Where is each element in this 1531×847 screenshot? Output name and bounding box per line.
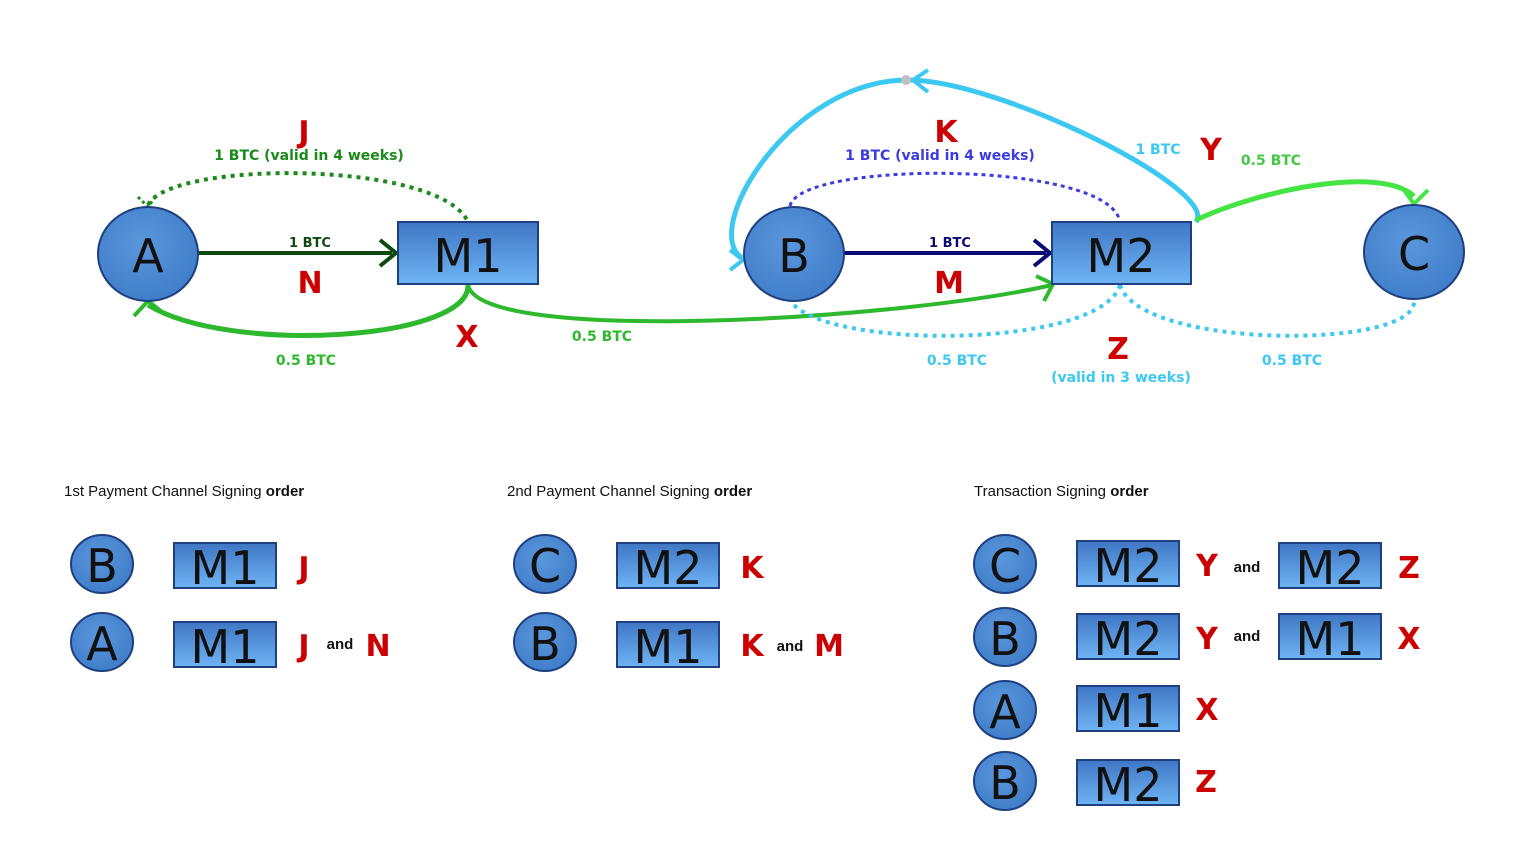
s3r4-box: M2 (1094, 758, 1163, 812)
s3r1-and: and (1234, 559, 1261, 576)
label-z-to-b-btc: 0.5 BTC (927, 353, 987, 369)
s3r4-node: B (989, 756, 1021, 810)
section-3-row-4: B M2 Z (973, 751, 1217, 812)
s2r2-box: M1 (634, 620, 703, 674)
s3r1-sig2: Z (1398, 551, 1420, 586)
s1r1-node: B (86, 539, 118, 593)
s3r2-node: B (989, 612, 1021, 666)
label-m2-c-btc: 0.5 BTC (1241, 153, 1301, 169)
letter-z: Z (1107, 332, 1129, 367)
section-2-row-2: B M1 K and M (513, 612, 844, 674)
node-m2-label: M2 (1087, 229, 1156, 283)
section-2-row-1: C M2 K (513, 534, 765, 595)
letter-j: J (296, 115, 309, 150)
s1r2-sig1: J (296, 629, 309, 664)
s1r2-sig2: N (365, 629, 390, 664)
label-b-m2-btc: 1 BTC (929, 236, 971, 251)
edge-a-m1-arrowhead (378, 238, 400, 268)
s3r1-sig1: Y (1195, 549, 1219, 584)
letter-n: N (297, 266, 322, 301)
s1r1-sig: J (296, 551, 309, 586)
letter-m: M (934, 266, 964, 301)
s3r3-box: M1 (1094, 684, 1163, 738)
letter-x: X (455, 320, 478, 355)
s3r2-sig1: Y (1195, 622, 1219, 657)
edge-j-dotted-arc (146, 171, 470, 223)
edge-k-dotted-arc (788, 171, 1122, 223)
loop-waypoint-dot (901, 75, 911, 85)
edge-m2-b-loop-arrowhead (728, 248, 747, 272)
s2r1-sig: K (740, 551, 765, 586)
s3r1-box: M2 (1094, 539, 1163, 593)
label-m1-a-btc: 0.5 BTC (276, 353, 336, 369)
label-a-m1-btc: 1 BTC (289, 236, 331, 251)
section-3-row-3: A M1 X (973, 680, 1219, 740)
section-3-title: Transaction Signing order (974, 483, 1149, 500)
edge-m1-a-curve (146, 284, 471, 338)
s3r2-box2: M1 (1296, 612, 1365, 666)
s3r4-sig1: Z (1195, 765, 1217, 800)
node-m2: M2 (1051, 221, 1192, 285)
s1r2-box: M1 (191, 620, 260, 674)
s3r2-box: M2 (1094, 612, 1163, 666)
s1r2-node: A (86, 617, 118, 671)
section-3-row-2: B M2 Y and M1 X (973, 607, 1421, 667)
label-m1-m2-btc: 0.5 BTC (572, 329, 632, 345)
s2r2-and: and (777, 638, 804, 655)
edge-m2-c-curve (1194, 179, 1416, 223)
s1r2-and: and (327, 636, 354, 653)
label-z-to-c-btc: 0.5 BTC (1262, 353, 1322, 369)
label-z-validity: (valid in 3 weeks) (1051, 370, 1191, 386)
node-b-label: B (778, 229, 810, 283)
s2r2-sig2: M (814, 629, 844, 664)
s3r2-and: and (1234, 628, 1261, 645)
s2r1-box: M2 (634, 541, 703, 595)
label-loop-btc: 1 BTC (1135, 142, 1180, 158)
section-1-title: 1st Payment Channel Signing order (64, 483, 304, 500)
edge-m2-c-arrowhead (1402, 188, 1430, 208)
s3r3-sig1: X (1195, 693, 1218, 728)
s3r3-node: A (989, 685, 1021, 739)
letter-k: K (934, 115, 959, 150)
edge-loop-mid-arrowhead (909, 68, 930, 94)
s2r2-sig1: K (740, 629, 765, 664)
s3r1-node: C (989, 539, 1021, 593)
edge-z-dotted-to-c (1118, 284, 1417, 338)
node-m1-label: M1 (434, 229, 503, 283)
section-2-title: 2nd Payment Channel Signing order (507, 483, 752, 500)
edge-j-arrowhead (136, 195, 158, 210)
s2r2-node: B (529, 617, 561, 671)
node-b: B (743, 206, 845, 302)
s1r1-box: M1 (191, 541, 260, 595)
node-m1: M1 (397, 221, 539, 285)
s2r1-node: C (529, 539, 561, 593)
edge-b-m2-arrowhead (1032, 238, 1054, 268)
letter-y: Y (1199, 133, 1223, 168)
s3r2-sig2: X (1397, 622, 1420, 657)
node-c-label: C (1398, 227, 1430, 281)
section-1-row-1: B M1 J (70, 534, 310, 595)
section-1-row-2: A M1 J and N (70, 612, 391, 674)
section-3-row-1: C M2 Y and M2 Z (973, 534, 1420, 595)
edge-m1-m2-curve (466, 283, 1053, 324)
s3r1-box2: M2 (1296, 541, 1365, 595)
node-a: A (97, 206, 199, 302)
label-j-btc: 1 BTC (valid in 4 weeks) (214, 148, 404, 164)
node-c: C (1363, 204, 1465, 300)
label-k-btc: 1 BTC (valid in 4 weeks) (845, 148, 1035, 164)
node-a-label: A (132, 229, 164, 283)
edge-m1-a-arrowhead (132, 298, 164, 318)
